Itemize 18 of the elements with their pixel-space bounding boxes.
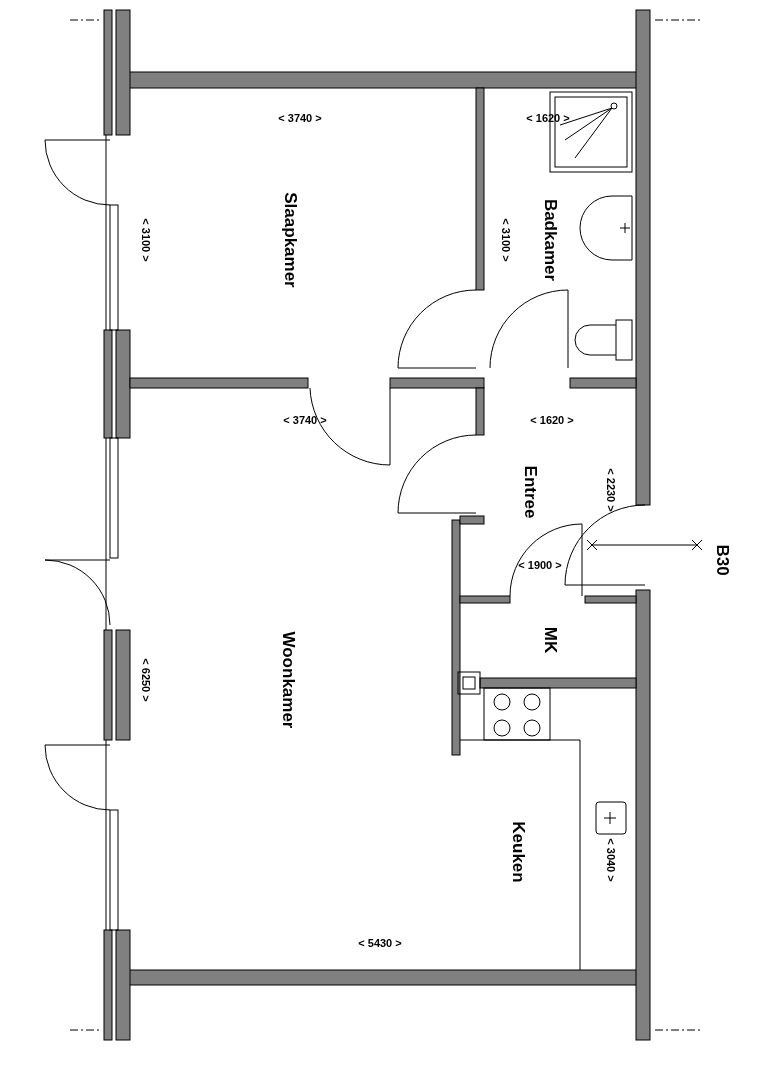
- room-name: Entree: [521, 465, 539, 519]
- dimension-label: < 3040 >: [604, 838, 616, 882]
- dimension-label: < 3740 >: [283, 414, 327, 426]
- room-name: Badkamer: [541, 198, 559, 282]
- dimension-label: < 2230 >: [604, 468, 616, 512]
- room-name: MK: [541, 626, 559, 654]
- dimension-label: < 1900 >: [518, 559, 562, 571]
- section-label: B30: [713, 544, 731, 576]
- dimension-label: < 3100 >: [499, 218, 511, 262]
- dimension-label: < 5430 >: [358, 937, 402, 949]
- room-name: Woonkamer: [279, 631, 297, 729]
- room-name: Slaapkamer: [281, 192, 299, 288]
- dimension-label: < 1620 >: [530, 414, 574, 426]
- dimension-label: < 3100 >: [139, 218, 151, 262]
- dimension-label: < 3740 >: [278, 112, 322, 124]
- dimension-label: < 6250 >: [139, 658, 151, 702]
- room-name: Keuken: [509, 821, 527, 883]
- dimension-label: < 1620 >: [526, 112, 570, 124]
